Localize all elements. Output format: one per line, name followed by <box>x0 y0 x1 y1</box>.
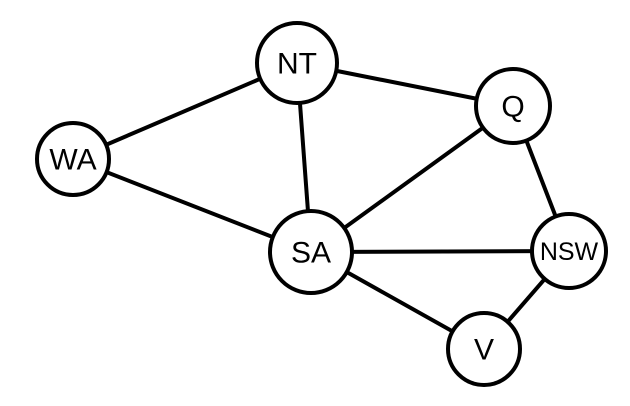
node-label: WA <box>49 144 96 177</box>
node-label: SA <box>291 237 331 270</box>
node-wa: WA <box>35 121 111 197</box>
edge-sa-nsw <box>309 249 571 254</box>
node-label: V <box>474 334 494 367</box>
node-label: Q <box>501 91 524 124</box>
node-label: NSW <box>540 238 599 266</box>
node-v: V <box>446 311 522 387</box>
node-nsw: NSW <box>530 212 608 290</box>
node-circle <box>474 67 552 145</box>
node-circle <box>268 209 354 295</box>
node-circle <box>530 212 608 290</box>
node-q: Q <box>474 67 552 145</box>
graph-nodes: WA NT SA Q NSW V <box>35 21 608 387</box>
node-circle <box>35 121 111 197</box>
node-circle <box>255 21 339 105</box>
node-circle <box>446 311 522 387</box>
node-sa: SA <box>268 209 354 295</box>
node-nt: NT <box>255 21 339 105</box>
node-label: NT <box>277 48 317 81</box>
